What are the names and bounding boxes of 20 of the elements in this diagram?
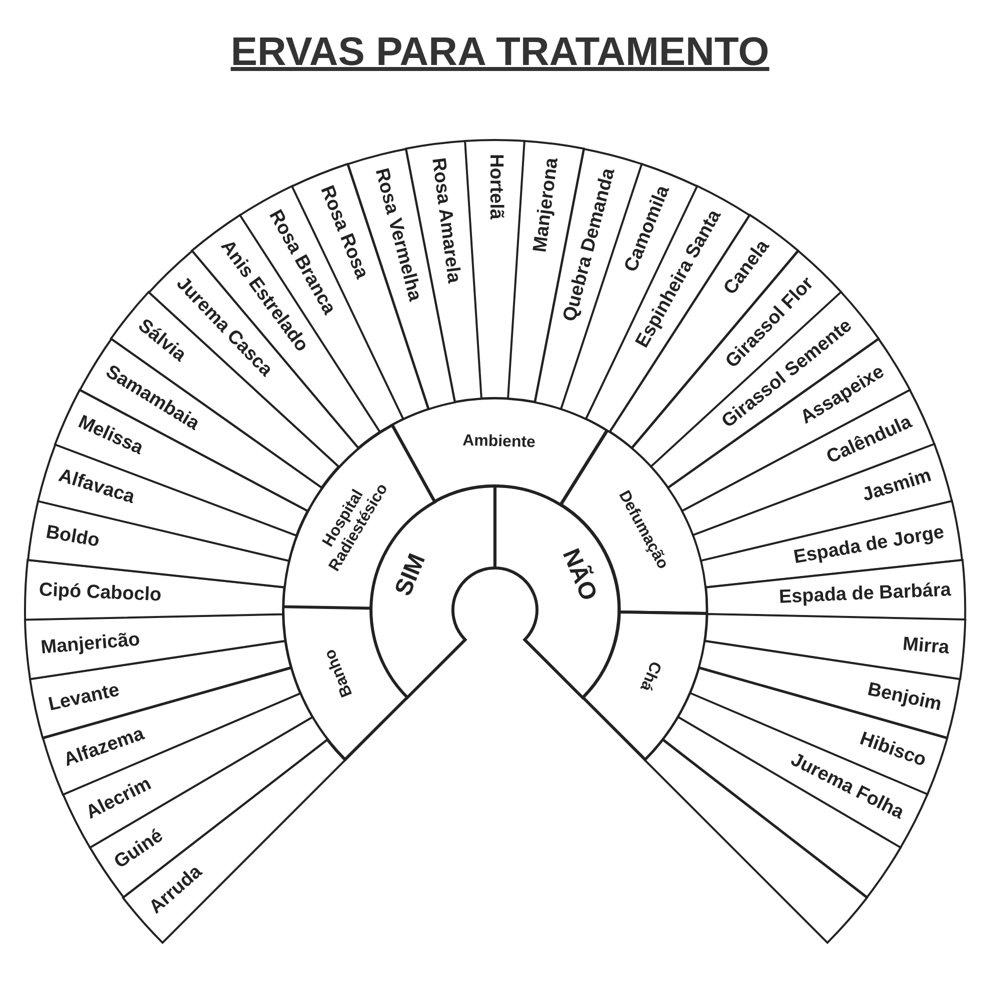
title: ERVAS PARA TRATAMENTO [230,30,770,74]
segment-label: Rosa Vermelha [370,166,425,304]
segment-label: Banho [320,646,358,702]
segment-label: NÃO [556,545,602,605]
segment-label: Cipó Caboclo [38,580,162,606]
segment-label: Espada de Jorge [792,522,946,569]
segment-label: Mirra [902,634,950,660]
segment-label: Manjericão [40,630,140,660]
segment-label: Boldo [44,522,100,552]
segment-label: Ambiente [462,432,538,452]
segment-label: Benjoim [865,680,943,716]
segment-label: Manjerona [530,156,564,254]
segment-label: Levante [47,680,122,716]
segment-label: Rosa Rosa [316,182,372,282]
segment-label: Hortelã [484,154,506,220]
segment-label: Jasmim [860,466,934,508]
segment-label: Rosa Amarela [426,156,464,284]
segment-label: Espada de Barbára [778,580,952,608]
segment-label: Chá [635,658,665,695]
segment-label: SIM [390,550,432,600]
